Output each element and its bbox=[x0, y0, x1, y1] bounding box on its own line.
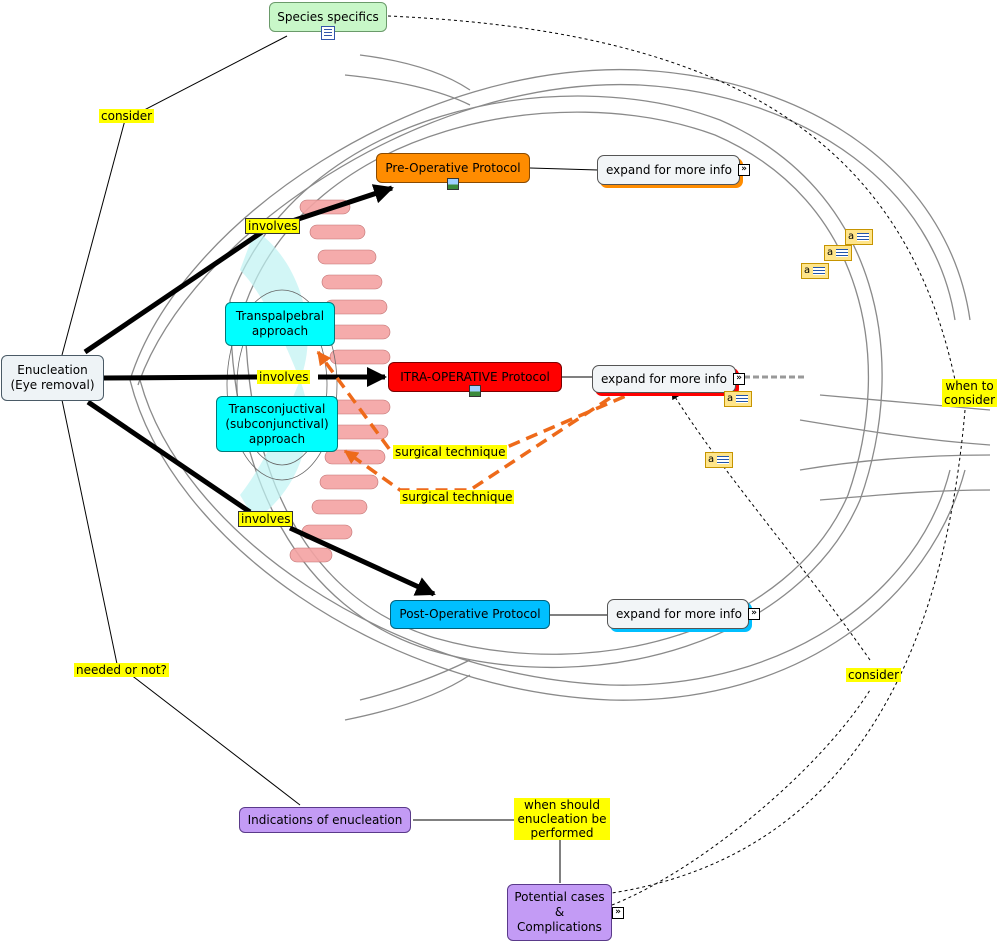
link-label-consider: consider bbox=[846, 668, 902, 682]
document-icon[interactable] bbox=[321, 26, 335, 40]
expand-info-post-op[interactable]: expand for more info bbox=[607, 599, 749, 629]
image-icon[interactable] bbox=[469, 385, 481, 397]
link-label-involves: involves bbox=[238, 511, 294, 527]
link-label-involves: involves bbox=[245, 218, 301, 234]
expand-info-pre-op[interactable]: expand for more info bbox=[597, 155, 740, 185]
expand-info-intra-op[interactable]: expand for more info bbox=[592, 365, 736, 393]
note-icon[interactable]: a bbox=[724, 391, 752, 407]
expand-chevron-icon[interactable]: » bbox=[612, 907, 624, 919]
expand-chevron-icon[interactable]: » bbox=[748, 608, 760, 620]
link-label-surgical-technique: surgical technique bbox=[393, 445, 508, 459]
enucleation-node[interactable]: Enucleation (Eye removal) bbox=[1, 355, 104, 401]
note-icon[interactable]: a bbox=[824, 245, 852, 261]
potential-cases-complications-node[interactable]: Potential cases & Complications bbox=[507, 884, 612, 941]
transpalpebral-approach-node[interactable]: Transpalpebral approach bbox=[225, 302, 335, 346]
link-label-when-to-consider: when to consider bbox=[942, 379, 998, 407]
note-icon[interactable]: a bbox=[705, 452, 733, 468]
transconjunctival-approach-node[interactable]: Transconjuctival (subconjunctival) appro… bbox=[216, 396, 338, 452]
link-label-surgical-technique: surgical technique bbox=[400, 490, 515, 504]
expand-chevron-icon[interactable]: » bbox=[733, 373, 745, 385]
note-icon[interactable]: a bbox=[801, 263, 829, 279]
note-icon[interactable]: a bbox=[845, 229, 873, 245]
link-label-needed-or-not: needed or not? bbox=[74, 663, 169, 677]
expand-chevron-icon[interactable]: » bbox=[738, 164, 750, 176]
post-operative-protocol-node[interactable]: Post-Operative Protocol bbox=[390, 600, 550, 629]
indications-of-enucleation-node[interactable]: Indications of enucleation bbox=[239, 807, 411, 833]
link-label-consider: consider bbox=[99, 109, 155, 123]
image-icon[interactable] bbox=[447, 178, 459, 190]
link-label-involves: involves bbox=[257, 370, 311, 384]
link-label-when-should: when should enucleation be performed bbox=[514, 798, 610, 840]
